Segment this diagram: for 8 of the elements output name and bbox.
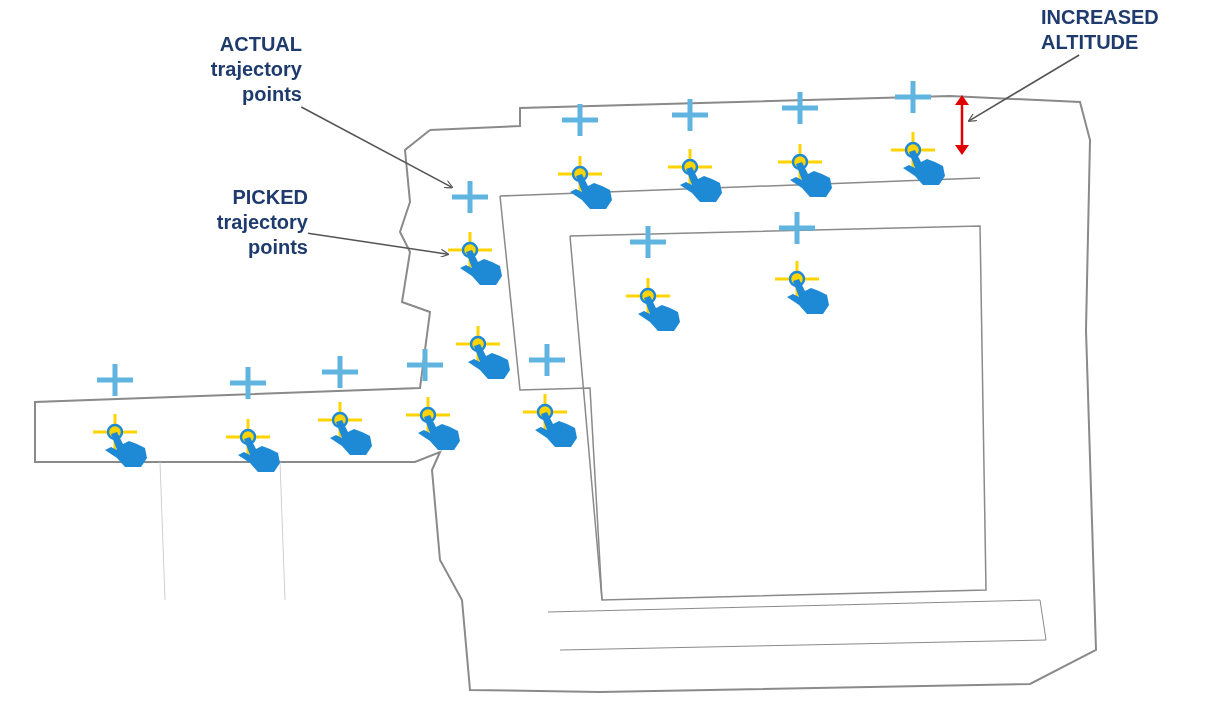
leader-line (300, 106, 454, 189)
callout-label: INCREASED ALTITUDE (1041, 5, 1160, 55)
cross-icon (452, 181, 488, 213)
double-arrow-icon (955, 95, 969, 155)
callout-label: ACTUAL trajectory points (209, 32, 302, 107)
leader-line (967, 54, 1080, 122)
callout-label: PICKED trajectory points (215, 185, 308, 260)
leader-line (307, 232, 450, 258)
